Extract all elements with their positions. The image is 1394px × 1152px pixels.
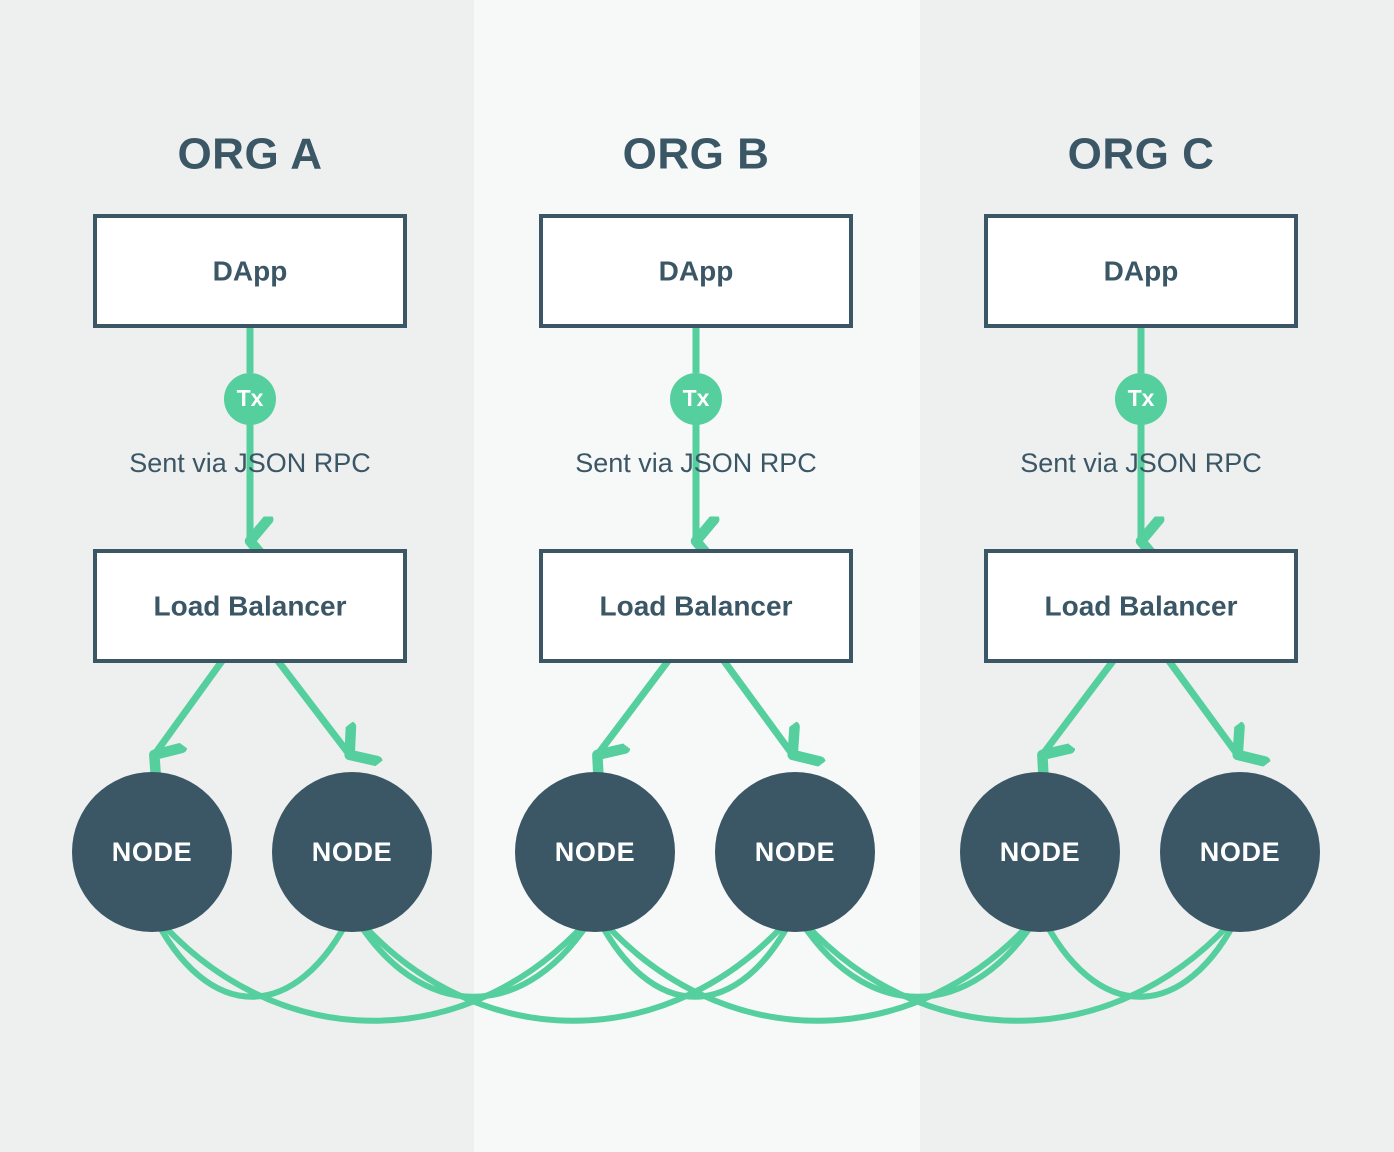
load-balancer-box-0: [93, 549, 407, 663]
flow-loadbalancer-to-node-0-0: [156, 658, 225, 753]
mesh-link-3-4: [792, 909, 1043, 1000]
org-title-0: ORG A: [177, 130, 322, 179]
node-label-2-0: NODE: [1000, 837, 1080, 867]
dapp-box-label-0: DApp: [213, 255, 288, 286]
dapp-box-label-2: DApp: [1104, 255, 1179, 286]
mesh-link-1-3: [349, 909, 798, 1024]
tx-badge-1: [670, 373, 722, 425]
flow-loadbalancer-to-node-2-0: [1044, 658, 1116, 753]
node-label-2-1: NODE: [1200, 837, 1280, 867]
tx-badge-0: [224, 373, 276, 425]
mesh-link-3-5: [792, 909, 1243, 1024]
node-label-0-1: NODE: [312, 837, 392, 867]
node-circle-0-0: [72, 772, 232, 932]
mesh-link-0-2: [149, 909, 598, 1024]
mesh-link-0-1: [149, 909, 355, 1000]
node-label-1-0: NODE: [555, 837, 635, 867]
org-title-2: ORG C: [1068, 130, 1215, 179]
flow-loadbalancer-to-node-0-1: [275, 658, 348, 753]
rpc-label-0: Sent via JSON RPC: [129, 448, 371, 478]
peer-mesh-links: [149, 909, 1243, 1024]
node-circles: NODE NODE NODE NODE NODE NODE: [72, 772, 1320, 932]
load-balancer-box-2: [984, 549, 1298, 663]
node-circle-1-1: [715, 772, 875, 932]
tx-badge-2: [1115, 373, 1167, 425]
node-circle-1-0: [515, 772, 675, 932]
tx-badge-label-0: Tx: [237, 385, 264, 411]
tx-badge-label-2: Tx: [1128, 385, 1155, 411]
rpc-label-2: Sent via JSON RPC: [1020, 448, 1262, 478]
tx-badge-label-1: Tx: [683, 385, 710, 411]
mesh-link-1-2: [349, 909, 598, 1000]
org-titles: ORG A ORG B ORG C: [177, 130, 1215, 179]
org-title-1: ORG B: [623, 130, 770, 179]
mesh-link-2-3: [592, 909, 798, 1000]
node-circle-2-1: [1160, 772, 1320, 932]
mesh-link-4-5: [1037, 909, 1243, 1000]
node-label-1-1: NODE: [755, 837, 835, 867]
rpc-label-1: Sent via JSON RPC: [575, 448, 817, 478]
load-balancer-box-label-1: Load Balancer: [600, 590, 793, 621]
load-balancer-box-label-2: Load Balancer: [1045, 590, 1238, 621]
flow-loadbalancer-to-node-2-1: [1166, 658, 1236, 753]
mesh-link-2-4: [592, 909, 1043, 1024]
node-circle-0-1: [272, 772, 432, 932]
dapp-box-label-1: DApp: [659, 255, 734, 286]
dapp-box-0: [93, 214, 407, 328]
node-label-0-0: NODE: [112, 837, 192, 867]
node-circle-2-0: [960, 772, 1120, 932]
dapp-box-2: [984, 214, 1298, 328]
dapp-box-1: [539, 214, 853, 328]
load-balancer-box-label-0: Load Balancer: [154, 590, 347, 621]
flow-loadbalancer-to-node-1-1: [721, 658, 791, 753]
flow-loadbalancer-to-node-1-0: [599, 658, 671, 753]
load-balancer-box-1: [539, 549, 853, 663]
